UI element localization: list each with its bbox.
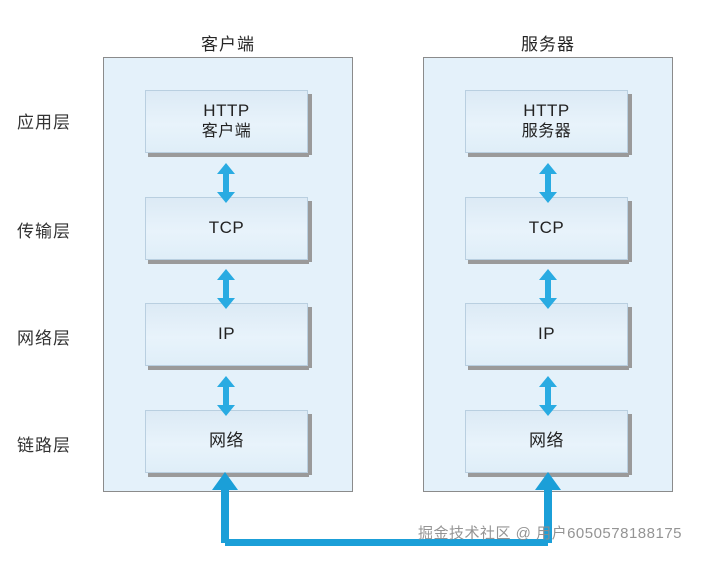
client-box-link: 网络 [145, 410, 312, 477]
double-arrow-icon-server-transport-network [537, 269, 559, 309]
client-transport-line1: TCP [208, 218, 245, 238]
layer-label-network: 网络层 [17, 329, 71, 348]
client-box-transport: TCP [145, 197, 312, 264]
server-box-network: IP [465, 303, 632, 370]
double-arrow-icon-server-network-link [537, 376, 559, 416]
server-box-transport: TCP [465, 197, 632, 264]
layer-label-transport: 传输层 [17, 222, 71, 241]
server-application-line1: HTTP [523, 101, 570, 121]
server-network-line1: IP [537, 324, 556, 344]
client-application-line2: 客户端 [201, 123, 252, 141]
physical-link-connector [200, 470, 580, 555]
server-transport-line1: TCP [528, 218, 565, 238]
double-arrow-icon-client-transport-network [215, 269, 237, 309]
double-arrow-icon-server-app-transport [537, 163, 559, 203]
watermark-text: 掘金技术社区 @ 用户6050578188175 [418, 525, 683, 542]
client-box-application: HTTP 客户端 [145, 90, 312, 157]
server-application-line2: 服务器 [521, 123, 572, 141]
client-application-line1: HTTP [203, 101, 250, 121]
client-link-line1: 网络 [209, 431, 244, 451]
layer-label-application: 应用层 [17, 113, 71, 132]
client-box-network: IP [145, 303, 312, 370]
server-box-link: 网络 [465, 410, 632, 477]
client-network-line1: IP [217, 324, 236, 344]
double-arrow-icon-client-network-link [215, 376, 237, 416]
server-column-title: 服务器 [521, 35, 575, 54]
double-arrow-icon-client-app-transport [215, 163, 237, 203]
server-box-application: HTTP 服务器 [465, 90, 632, 157]
layer-label-link: 链路层 [17, 436, 71, 455]
client-column-title: 客户端 [201, 35, 255, 54]
server-link-line1: 网络 [529, 431, 564, 451]
